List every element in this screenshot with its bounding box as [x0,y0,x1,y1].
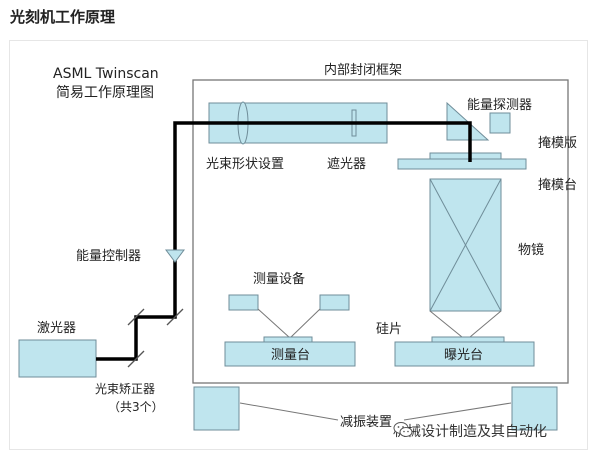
damping-block-left [193,386,240,431]
page-title: 光刻机工作原理 [10,8,116,26]
wafer-label: 硅片 [376,322,402,337]
damping-label: 减振装置 [340,415,392,430]
damping-block-right [511,386,558,431]
laser [18,339,97,378]
wafer-measure [263,336,313,343]
beam-corrector-mirror-1 [127,350,145,368]
lens-cone-left [429,310,463,338]
beam-corrector-count: （共3个） [108,400,164,414]
watermark: 机械设计制造及其自动化 [393,421,547,441]
wafer-exposure [431,336,505,343]
laser-label: 激光器 [37,321,76,336]
internal-enclosure [192,79,569,384]
beam-corrector-mirror-3 [166,308,184,326]
measurement-device-label: 测量设备 [253,271,305,287]
watermark-text: 机械设计制造及其自动化 [393,424,547,440]
brand-line1: ASML Twinscan [53,66,159,82]
reticle-stage [397,158,527,170]
measurement-device-left [228,294,259,311]
enclosure-label: 内部封闭框架 [324,62,402,78]
damping-pointer-left [239,402,339,421]
energy-controller-label: 能量控制器 [76,249,141,264]
beam-corrector-mirror-2 [127,308,145,326]
reticle [429,152,502,160]
shutter-label: 遮光器 [327,156,366,172]
wechat-icon [393,422,413,437]
damping-pointer-right [403,402,512,421]
energy-detector [489,112,511,134]
reticle-stage-label: 掩模台 [538,178,577,193]
beam-shaper-label: 光束形状设置 [206,157,284,172]
exposure-stage [394,341,535,367]
brand-line2: 简易工作原理图 [56,84,154,101]
measure-stage [224,341,356,367]
exposure-stage-label: 曝光台 [444,348,483,363]
diagram-frame [9,40,588,450]
measure-beam-left [257,308,291,339]
measurement-device-right [319,294,350,311]
beam-corrector-label: 光束矫正器 [95,381,155,396]
energy-controller [165,249,185,263]
measure-stage-label: 测量台 [271,348,310,363]
reticle-label: 掩模版 [538,136,577,151]
energy-detector-label: 能量探测器 [467,98,532,113]
measure-beam-right [289,308,321,339]
lens-cone-right [469,310,502,338]
lens-label: 物镜 [518,243,544,258]
objective-lens-cross-b [429,178,502,312]
